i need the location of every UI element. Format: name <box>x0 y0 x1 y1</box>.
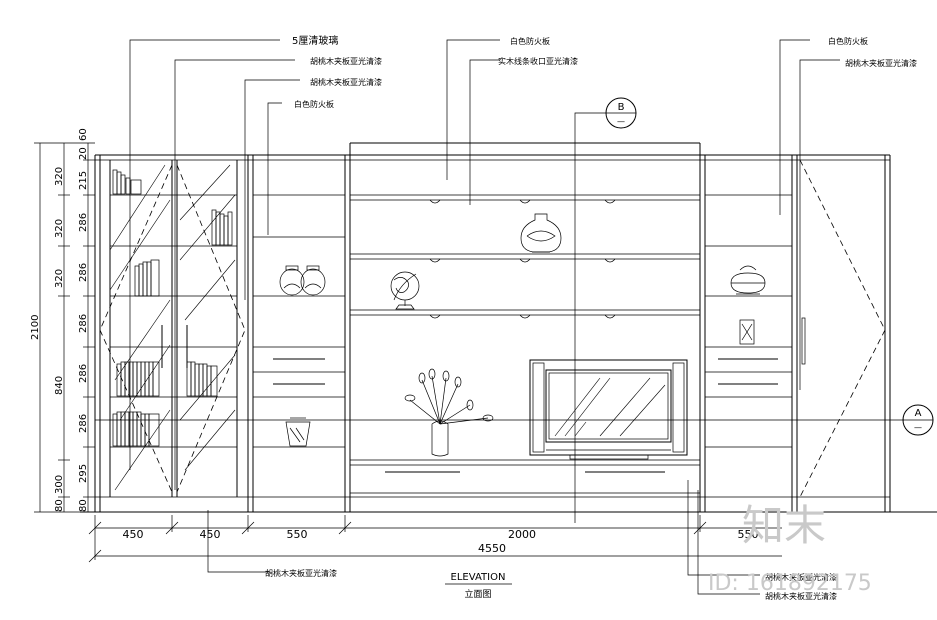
dim-left-mid-1: 320 <box>54 167 65 186</box>
callout-veneer-right: 胡桃木夹板亚光清漆 <box>845 58 917 68</box>
callout-leaders <box>129 39 840 595</box>
dim-bottom-total: 4550 <box>478 542 506 555</box>
dim-left-mid-5: 300 <box>54 475 65 494</box>
dim-left-inner-1: 60 <box>78 128 89 141</box>
globe <box>390 271 420 310</box>
vase-pair <box>279 265 326 296</box>
watermark-id: ID: 161892175 <box>708 571 872 596</box>
dim-left-mid-3: 320 <box>54 269 65 288</box>
bottom-dimension-texts: 450 450 550 2000 550 4550 <box>123 528 759 555</box>
callout-veneer-b: 胡桃木夹板亚光清漆 <box>310 77 382 87</box>
callout-bottom-right-b: 胡桃木夹板亚光清漆 <box>765 591 837 601</box>
television <box>529 359 688 460</box>
watermark-logo: 知末 <box>742 501 826 550</box>
dim-left-inner-3: 215 <box>78 171 89 190</box>
callout-white-fire-right: 白色防火板 <box>828 36 868 46</box>
dim-bottom-4: 2000 <box>508 528 536 541</box>
glass-hatching <box>109 164 236 491</box>
dim-left-inner-8: 286 <box>78 414 89 433</box>
glass-vase <box>285 417 311 447</box>
small-cup <box>739 319 755 345</box>
callout-bottom-left: 胡桃木夹板亚光清漆 <box>265 568 337 578</box>
teapot <box>730 265 766 295</box>
callout-veneer-a: 胡桃木夹板亚光清漆 <box>310 56 382 66</box>
dim-bottom-3: 550 <box>287 528 308 541</box>
dim-left-mid-6: 80 <box>54 499 65 512</box>
callout-solid-wood-edge: 实木线条收口亚光清漆 <box>498 56 578 66</box>
dim-left-mid-4: 840 <box>54 376 65 395</box>
books <box>112 169 233 447</box>
dim-bottom-2: 450 <box>200 528 221 541</box>
section-labels: B — A — <box>617 102 922 432</box>
section-a-letter: A <box>915 408 922 419</box>
section-b-letter: B <box>618 102 625 113</box>
dim-left-total: 2100 <box>30 315 41 340</box>
title-chinese: 立面图 <box>464 588 491 600</box>
dim-left-inner-6: 286 <box>78 314 89 333</box>
dim-bottom-1: 450 <box>123 528 144 541</box>
drawing-title: ELEVATION 立面图 <box>445 572 512 600</box>
dim-left-inner-9: 295 <box>78 464 89 483</box>
title-elevation: ELEVATION <box>451 572 506 583</box>
callout-texts: 5厘清玻璃 胡桃木夹板亚光清漆 胡桃木夹板亚光清漆 白色防火板 白色防火板 实木… <box>265 34 917 601</box>
callout-white-fire-center: 白色防火板 <box>510 36 550 46</box>
dim-left-inner-5: 286 <box>78 263 89 282</box>
section-b-dash: — <box>617 117 625 126</box>
section-a-dash: — <box>914 423 922 432</box>
watermark: 知末 ID: 161892175 <box>708 501 872 596</box>
callout-white-fire-a: 白色防火板 <box>294 99 334 109</box>
center-vase <box>520 213 562 253</box>
dim-left-inner-2: 20 <box>78 147 89 160</box>
flower-vase <box>404 368 494 457</box>
dim-left-inner-4: 286 <box>78 213 89 232</box>
dimension-lines <box>34 142 782 563</box>
dim-left-mid-2: 320 <box>54 219 65 238</box>
cabinet-structure <box>80 142 937 513</box>
left-dimension-texts: 60 20 215 286 286 286 286 286 295 80 320… <box>30 128 89 512</box>
section-marker-b <box>574 97 637 523</box>
callout-glass: 5厘清玻璃 <box>292 34 338 47</box>
section-marker-a <box>95 404 934 436</box>
callout-bottom-right-a: 胡桃木夹板亚光清漆 <box>765 572 837 582</box>
dim-left-inner-10: 80 <box>78 499 89 512</box>
dim-bottom-5: 550 <box>738 528 759 541</box>
dim-left-inner-7: 286 <box>78 364 89 383</box>
